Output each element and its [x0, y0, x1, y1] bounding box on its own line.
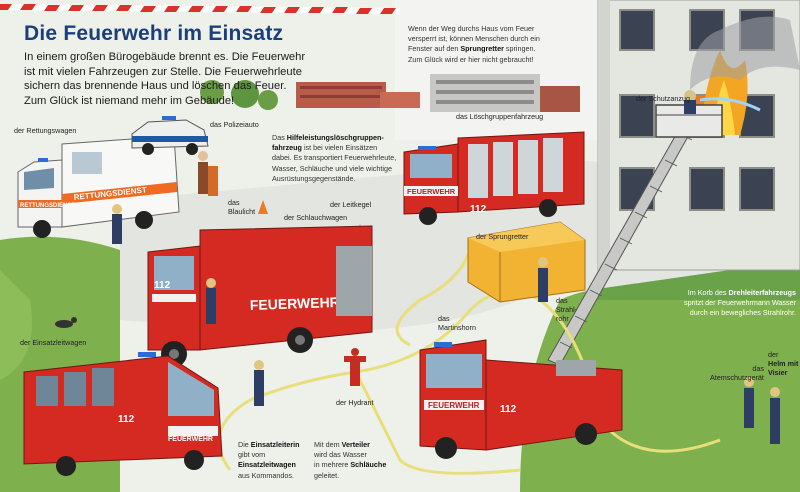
label-leitkegel: der Leitkegel — [330, 200, 372, 209]
hlf-feuerwehr-text: FEUERWEHR — [407, 187, 456, 196]
label-strahlrohr-line-3: rohr — [556, 314, 569, 323]
label-strahlrohr-line-2: Strahl- — [556, 305, 578, 314]
label-sprungretter: der Sprungretter — [476, 232, 529, 241]
label-schutzanzug: der Schutzanzug — [636, 94, 690, 103]
einsatzleiterin-note: Die Einsatzleiterin gibt vom Einsatzleit… — [238, 440, 308, 481]
hlf-note-line-3: dabei. Es transportiert Feuerwehrleute, — [272, 153, 397, 163]
sprungretter-note: Wenn der Weg durchs Haus vom Feuer versp… — [408, 24, 588, 65]
barrier-tape — [0, 4, 400, 14]
elw-112-text: 112 — [118, 414, 135, 425]
drehleiter-note-line-3: durch ein bewegliches Strahlrohr. — [689, 308, 796, 318]
label-strahlrohr-line-1: das — [556, 296, 568, 305]
intro-line-4: Zum Glück ist niemand mehr im Gebäude! — [24, 94, 235, 107]
elw-feuerwehr-text: FEUERWEHR — [168, 436, 213, 443]
sprungretter-note-line-3: Fenster auf den Sprungretter springen. — [408, 44, 536, 54]
label-blaulicht-line-1: das — [228, 198, 240, 207]
hose-truck-112-text: 112 — [154, 280, 171, 291]
intro-line-3: sichern das brennende Haus und löschen d… — [24, 80, 287, 93]
hlf-note-line-1: Das Hilfeleistungslöschgruppen- — [272, 133, 384, 142]
verteiler-note-line-3: in mehrere Schläuche — [314, 460, 387, 470]
hlf-note-line-4: Wasser, Schläuche und viele wichtige — [272, 163, 392, 173]
hlf-112-text: 112 — [470, 204, 487, 215]
dlk-feuerwehr-text: FEUERWEHR — [428, 401, 480, 410]
sprungretter-note-line-1: Wenn der Weg durchs Haus vom Feuer — [408, 24, 535, 33]
label-hydrant: der Hydrant — [336, 398, 374, 407]
label-martinshorn-line-2: Martinshorn — [438, 323, 476, 332]
label-polizeiauto: das Polizeiauto — [210, 120, 259, 129]
label-atemschutzgeraet-line-1: das — [752, 364, 764, 373]
rettungsdienst-front-text: RETTUNGSDIENST — [20, 203, 75, 209]
intro-line-2: ist mit vielen Fahrzeugen zur Stelle. Di… — [24, 65, 302, 78]
einsatzleiterin-note-line-3: Einsatzleitwagen — [238, 460, 296, 470]
label-loeschgruppenfahrzeug: das Löschgruppenfahrzeug — [456, 112, 544, 121]
loeschgruppenfahrzeug: FEUERWEHR 112 — [403, 131, 585, 225]
hose-truck-feuerwehr-text: FEUERWEHR — [250, 294, 340, 313]
verteiler-note-line-4: geleitet. — [314, 470, 340, 480]
page-title: Die Feuerwehr im Einsatz — [24, 22, 284, 45]
label-rettungswagen: der Rettungswagen — [14, 126, 77, 135]
hlf-note: Das Hilfeleistungslöschgruppen- fahrzeug… — [272, 133, 402, 184]
hlf-note-line-5: Ausrüstungsgegenstände. — [272, 173, 356, 183]
einsatzleiterin-note-line-2: gibt vom — [238, 450, 266, 460]
sprungretter-note-line-4: Zum Glück wird er hier nicht gebraucht! — [408, 54, 534, 64]
drehleiter-note-line-1: Im Korb des Drehleiterfahrzeugs — [687, 288, 796, 297]
label-helm-line-3: Visier — [768, 368, 788, 377]
label-martinshorn-line-1: das — [438, 314, 450, 323]
polizeiauto — [131, 116, 209, 155]
label-helm-line-1: der — [768, 350, 779, 359]
einsatzleiterin-note-line-1: Die Einsatzleiterin — [238, 440, 300, 449]
label-atemschutzgeraet: das Atemschutzgerät — [710, 364, 764, 382]
intro-text: In einem großen Bürogebäude brennt es. D… — [24, 50, 369, 108]
label-atemschutzgeraet-line-2: Atemschutzgerät — [710, 373, 764, 382]
einsatzleiterin-note-line-4: aus Kommandos. — [238, 470, 294, 480]
sprungretter-note-line-2: versperrt ist, können Menschen durch ein — [408, 34, 540, 44]
label-einsatzleitwagen: der Einsatzleitwagen — [20, 338, 87, 347]
schlauchwagen: 112 FEUERWEHR — [147, 225, 373, 367]
hlf-note-line-2: fahrzeug ist bei vielen Einsätzen — [272, 143, 378, 153]
verteiler-note-line-2: wird das Wasser — [314, 450, 367, 460]
intro-line-1: In einem großen Bürogebäude brennt es. D… — [24, 51, 306, 63]
drehleiterfahrzeug: FEUERWEHR 112 — [419, 339, 623, 459]
drehleiter-note: Im Korb des Drehleiterfahrzeugs spritzt … — [658, 288, 796, 319]
rettungswagen: RETTUNGSDIENST RETTUNGSDIENST — [17, 135, 180, 238]
dlk-112-text: 112 — [500, 404, 517, 415]
verteiler-note-line-1: Mit dem Verteiler — [314, 440, 370, 449]
drehleiter-note-line-2: spritzt der Feuerwehrmann Wasser — [684, 298, 796, 308]
label-martinshorn: das Martinshorn — [438, 314, 476, 332]
label-helm-line-2: Helm mit — [768, 359, 799, 368]
einsatzleitwagen: FEUERWEHR 112 — [23, 352, 223, 476]
label-blaulicht: das Blaulicht — [228, 198, 255, 216]
label-helm: der Helm mit Visier — [768, 350, 798, 377]
label-schlauchwagen: der Schlauchwagen — [284, 213, 348, 222]
label-strahlrohr: das Strahl- rohr — [556, 296, 577, 323]
label-blaulicht-line-2: Blaulicht — [228, 207, 256, 216]
verteiler-note: Mit dem Verteiler wird das Wasser in meh… — [314, 440, 394, 481]
